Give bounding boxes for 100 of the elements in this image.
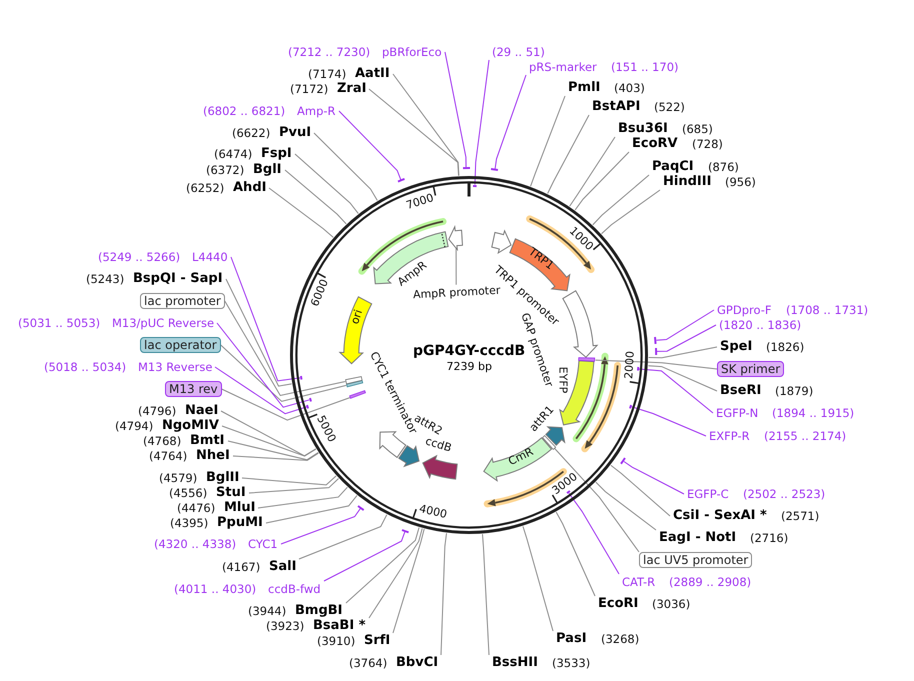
- cut-site-position: (4764): [148, 448, 188, 464]
- primer-coordinates: (2889 .. 2908): [668, 574, 752, 590]
- cut-site-position: (2571): [780, 508, 820, 524]
- primer-site-mark: [628, 404, 632, 410]
- leader-line: [226, 278, 292, 387]
- leader-line: [592, 174, 650, 226]
- leader-line: [656, 324, 716, 352]
- enzyme-label: StuI: [215, 485, 247, 501]
- leader-line: [444, 52, 467, 168]
- primer-coordinates: (2155 .. 2174): [763, 428, 848, 444]
- leader-line: [221, 388, 350, 421]
- primer-label: EXFP-R: [708, 428, 751, 444]
- enzyme-label: PaqCI: [651, 159, 695, 175]
- leader-line: [638, 368, 714, 414]
- primer-coordinates: (5249 .. 5266): [97, 249, 182, 265]
- leader-line: [601, 190, 660, 234]
- feature-tag: lac promoter: [140, 293, 225, 309]
- primer-label: pRS-marker: [528, 59, 598, 75]
- leader-line: [294, 154, 359, 214]
- tick-label: 5000: [314, 413, 338, 444]
- cut-site-position: (3910): [316, 633, 356, 649]
- cut-site-position: (2716): [749, 530, 790, 546]
- cut-site-position: (3944): [247, 603, 288, 619]
- primer-label: GPDpro-F: [716, 302, 772, 318]
- primer-label: L4440: [191, 249, 229, 265]
- primer-label: CAT-R: [621, 574, 656, 590]
- plasmid-name: pGP4GY-cccdB: [413, 343, 526, 359]
- leader-line: [284, 170, 347, 224]
- enzyme-label: Bsu36I: [617, 121, 669, 137]
- cut-site-position: (6622): [231, 125, 272, 141]
- leader-line: [474, 60, 490, 186]
- leader-line: [656, 310, 714, 341]
- primer-site-mark: [308, 396, 312, 402]
- primer-label: EGFP-C: [686, 486, 730, 502]
- primer-site-mark: [566, 490, 571, 494]
- primer-label: ccdB-fwd: [267, 581, 322, 597]
- cut-site-position: (3764): [348, 655, 388, 671]
- enzyme-label: EagI - NotI: [658, 530, 738, 546]
- leader-line: [222, 426, 316, 457]
- cut-site-position: (3533): [551, 655, 592, 671]
- enzyme-label: BsaBI *: [312, 618, 366, 634]
- feature-tag: lac operator: [140, 337, 221, 353]
- cut-site-position: (3268): [600, 631, 640, 647]
- enzyme-label: NaeI: [184, 403, 220, 419]
- leader-line: [314, 132, 378, 202]
- leader-line: [248, 478, 340, 494]
- leader-line: [266, 494, 358, 524]
- leader-line: [574, 152, 630, 211]
- primer-label: M13/pUC Reverse: [111, 315, 216, 331]
- primer-site-mark: [462, 167, 471, 170]
- cut-site-position: (6474): [213, 146, 254, 162]
- enzyme-label: NheI: [195, 448, 231, 464]
- leader-line: [242, 475, 337, 486]
- enzyme-label: BmgBI: [294, 603, 344, 619]
- tick-label: 6000: [309, 278, 332, 309]
- primer-coordinates: (7212 .. 7230): [287, 44, 372, 60]
- cut-site-position: (876): [707, 159, 740, 175]
- leader-line: [648, 346, 718, 358]
- primer-coordinates: (1820 .. 1836): [718, 317, 802, 333]
- leader-line: [258, 486, 348, 508]
- feature-site-mark: [542, 434, 556, 450]
- leader-line: [324, 531, 406, 582]
- primer-site-mark: [654, 336, 657, 345]
- cut-site-position: (522): [653, 99, 686, 115]
- enzyme-label: BglI: [252, 162, 283, 178]
- tick-label: 4000: [418, 502, 448, 521]
- enzyme-label: BmtI: [189, 433, 226, 449]
- enzyme-label: NgoMIV: [161, 418, 220, 434]
- primer-site-mark: [472, 184, 478, 187]
- enzyme-label: ZraI: [336, 81, 368, 97]
- leader-line: [594, 360, 718, 370]
- leader-line: [554, 448, 640, 552]
- enzyme-label: AhdI: [232, 180, 268, 196]
- enzyme-label: BssHII: [491, 655, 539, 671]
- leader-line: [648, 365, 718, 392]
- leader-line: [569, 136, 616, 207]
- leader-line: [568, 492, 620, 574]
- cut-site-position: (7174): [307, 66, 348, 82]
- leader-line: [216, 322, 310, 408]
- cut-site-position: (5243): [85, 271, 126, 287]
- primer-coordinates: (1708 .. 1731): [785, 302, 870, 318]
- primer-coordinates: (2502 .. 2523): [742, 486, 826, 502]
- leader-line: [368, 88, 460, 176]
- leader-line: [530, 96, 566, 187]
- enzyme-label: BspQI - SapI: [132, 271, 224, 287]
- primer-label: pBRforEco: [381, 44, 443, 60]
- cut-site-position: (6372): [205, 162, 246, 178]
- cut-site-position: (4167): [221, 559, 262, 575]
- cut-site-position: (7172): [289, 81, 330, 97]
- leader-line: [547, 114, 590, 194]
- primer-site-mark: [300, 374, 302, 380]
- cut-site-position: (4794): [114, 418, 154, 434]
- primer-site-mark: [620, 457, 626, 465]
- enzyme-label: EcoRV: [631, 136, 679, 152]
- leader-line: [392, 528, 425, 634]
- enzyme-label: SpeI: [719, 339, 754, 355]
- primer-coordinates: (151 .. 170): [610, 59, 680, 75]
- leader-line: [298, 514, 388, 560]
- cut-site-position: (1879): [774, 383, 814, 399]
- leader-line: [268, 188, 334, 238]
